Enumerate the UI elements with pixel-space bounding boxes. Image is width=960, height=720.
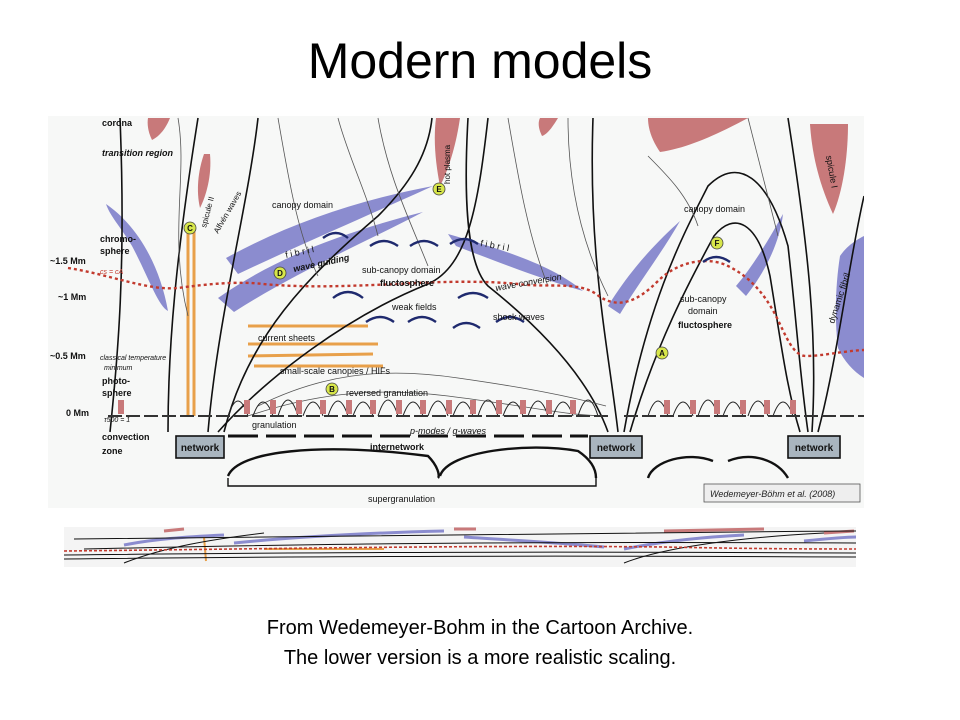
label-minimum: minimum	[104, 365, 133, 372]
plasma-beta-line	[67, 259, 864, 358]
right-top-blob	[648, 118, 748, 152]
network-box-3-label: network	[795, 443, 834, 454]
marker-f	[710, 236, 724, 250]
marker-c	[183, 221, 197, 235]
orange-sheets	[186, 226, 383, 416]
left-top-blob	[147, 118, 170, 140]
spicule-1-blob	[810, 124, 848, 214]
label-fluctosphere-right: fluctosphere	[678, 320, 732, 330]
svg-text:E: E	[436, 185, 442, 194]
left-axis-labels: corona transition region chromo- sphere …	[50, 118, 174, 456]
fibril-right-b	[736, 214, 783, 296]
svg-text:A: A	[659, 349, 665, 358]
label-domain-right: domain	[688, 306, 718, 316]
label-corona: corona	[102, 118, 133, 128]
label-hot-plasma: hot plasma	[443, 144, 452, 184]
label-1mm: ~1 Mm	[58, 292, 86, 302]
event-markers: A B C D E F	[183, 182, 724, 396]
fibrils	[106, 186, 864, 378]
label-chromo: chromo-	[100, 234, 136, 244]
label-canopy-domain-left: canopy domain	[272, 200, 333, 210]
supergranulation-brackets	[226, 446, 790, 487]
marker-b	[325, 382, 339, 396]
marker-a	[655, 346, 669, 360]
network-box-1	[175, 435, 225, 459]
label-small-scale-canopies: small-scale canopies / HIFs	[280, 366, 391, 376]
granulation-red-markers	[118, 400, 796, 414]
hot-plasma-blob	[434, 118, 460, 186]
svg-text:D: D	[277, 269, 283, 278]
label-reversed-granulation: reversed granulation	[346, 388, 428, 398]
label-convection: convection	[102, 432, 150, 442]
label-internetwork: internetwork	[370, 442, 425, 452]
diagram-background	[48, 116, 864, 508]
label-photo-sphere: sphere	[102, 388, 132, 398]
label-p-modes: p-modes / g-waves	[409, 426, 487, 436]
label-photo: photo-	[102, 376, 130, 386]
svg-text:B: B	[329, 385, 335, 394]
label-sub-canopy-left: sub-canopy domain	[362, 265, 441, 275]
wave-arcs	[322, 231, 731, 329]
mid-top-blob	[538, 118, 558, 136]
caption-line-2: The lower version is a more realistic sc…	[283, 647, 677, 669]
svg-text:C: C	[187, 224, 193, 233]
label-current-sheets: current sheets	[258, 333, 316, 343]
field-lines	[109, 117, 864, 433]
label-cs-ca: cs = cA	[100, 269, 123, 276]
solar-atmosphere-diagram: network network network A B C D E F coro…	[48, 116, 864, 508]
label-sub-canopy-right: sub-canopy	[680, 294, 727, 304]
label-tau: τ500 = 1	[104, 417, 130, 424]
label-0mm: 0 Mm	[66, 408, 89, 418]
spicule-2-blob	[197, 154, 211, 208]
label-fluctosphere-left: fluctosphere	[380, 278, 434, 288]
spicule-blobs	[147, 118, 848, 214]
credit-box	[703, 483, 861, 503]
dynamic-fibril-shape	[835, 236, 864, 378]
label-canopy-domain-right: canopy domain	[684, 204, 745, 214]
label-sphere: sphere	[100, 246, 130, 256]
label-weak-fields: weak fields	[391, 302, 437, 312]
caption-line-1: From Wedemeyer-Bohm in the Cartoon Archi…	[266, 617, 694, 639]
fibril-left-c	[226, 186, 433, 274]
label-1-5mm: ~1.5 Mm	[50, 256, 86, 266]
label-shock-waves: shock waves	[493, 312, 545, 322]
label-0-5mm: ~0.5 Mm	[50, 351, 86, 361]
label-transition-region: transition region	[102, 148, 174, 158]
fibril-right-a	[608, 221, 680, 314]
credit-text: Wedemeyer-Böhm et al. (2008)	[710, 489, 835, 499]
network-box-1-label: network	[181, 443, 220, 454]
label-supergranulation: supergranulation	[368, 494, 435, 504]
network-box-2	[589, 435, 643, 459]
slide-title: Modern models	[307, 33, 653, 89]
label-fibril-mid: f i b r i l	[480, 238, 510, 253]
network-box-3	[787, 435, 841, 459]
label-granulation: granulation	[252, 420, 297, 430]
label-classical-temperature: classical temperature	[100, 355, 166, 362]
realistic-scale-strip	[64, 527, 856, 567]
marker-d	[273, 266, 287, 280]
label-zone: zone	[102, 446, 123, 456]
fibril-left-a	[106, 204, 168, 311]
marker-e	[432, 182, 446, 196]
fibril-mid	[448, 234, 583, 291]
network-boxes: network network network	[175, 435, 841, 459]
svg-text:F: F	[715, 239, 720, 248]
network-box-2-label: network	[597, 443, 636, 454]
fibril-left-b	[218, 212, 423, 312]
